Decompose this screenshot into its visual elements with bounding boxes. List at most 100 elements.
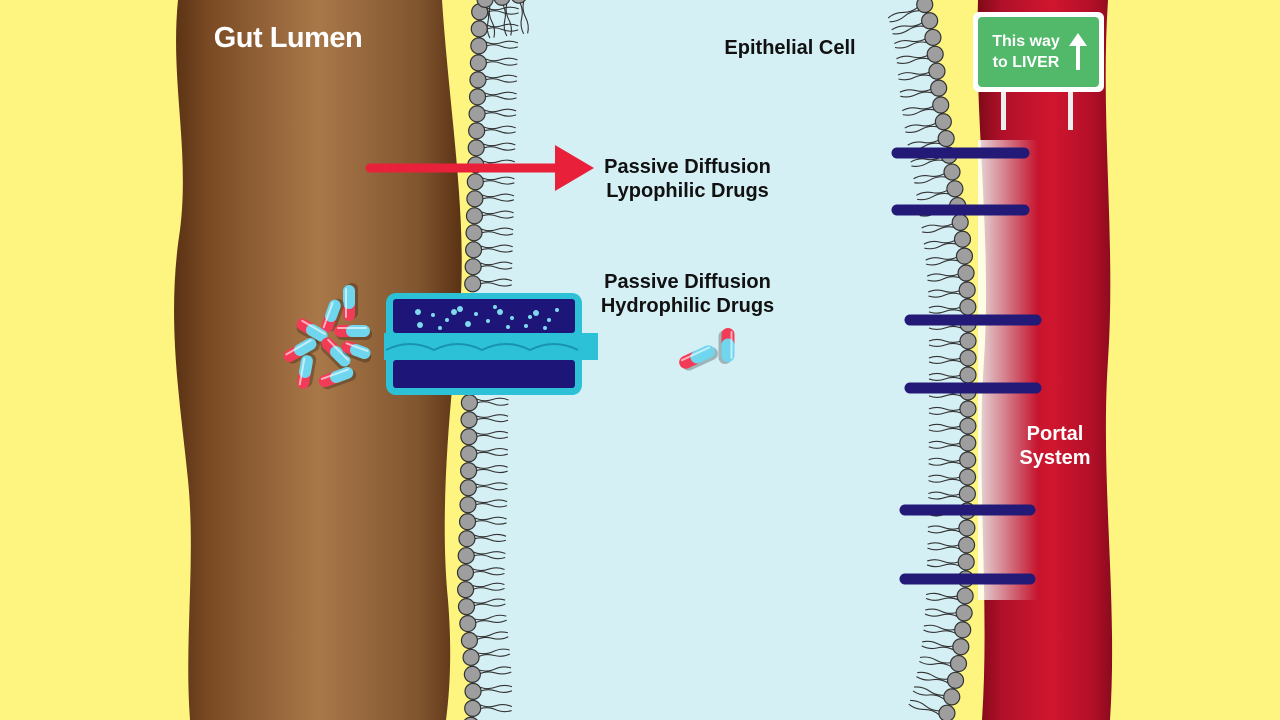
lipid-head <box>928 62 946 80</box>
lipid-head <box>951 213 969 231</box>
epithelial-cell <box>465 0 968 720</box>
lipid-tail <box>483 129 516 134</box>
lipid-tail <box>473 554 506 560</box>
lipid-head <box>464 699 482 717</box>
lipophilic-diffusion-label: Passive Diffusion Lypophilic Drugs <box>585 155 790 203</box>
lipid-tail <box>928 423 962 428</box>
lipid-head <box>468 88 487 106</box>
water-bubble <box>493 305 497 309</box>
lipid-tail <box>485 61 518 66</box>
lipid-tail <box>925 608 958 614</box>
lipid-head <box>959 417 977 435</box>
lipid-tail <box>479 278 513 283</box>
water-bubble <box>547 318 551 322</box>
drug-capsule <box>718 328 735 364</box>
lipid-tail <box>916 676 949 684</box>
lipid-tail <box>484 74 518 79</box>
lipid-head <box>956 587 974 605</box>
lipid-tail <box>927 529 961 534</box>
lipid-head <box>954 621 972 639</box>
lipid-tail <box>911 159 943 167</box>
lipid-head <box>458 530 476 548</box>
lipid-tail <box>897 71 931 76</box>
lipid-head <box>955 604 973 622</box>
lipid-tail <box>923 629 956 634</box>
lipid-head <box>943 688 961 706</box>
lipid-head <box>456 581 475 599</box>
lipid-tail <box>479 707 512 713</box>
lipid-head <box>959 349 977 367</box>
lipid-tail <box>910 156 943 163</box>
lipid-head <box>916 0 934 14</box>
lipid-tail <box>488 5 496 38</box>
lipid-head <box>959 400 977 418</box>
lipid-tail <box>482 176 515 181</box>
lipid-head <box>459 615 477 633</box>
liver-sign-text: This way to LIVER <box>985 31 1067 73</box>
lipid-tail <box>902 108 935 116</box>
lipid-tail <box>475 417 509 423</box>
lipid-head <box>511 0 526 4</box>
drug-capsule <box>679 345 718 371</box>
water-bubble <box>497 309 503 315</box>
lipid-tail <box>926 563 960 568</box>
lipid-tail <box>472 570 505 576</box>
water-bubble <box>415 309 421 315</box>
lipid-tail <box>928 444 961 449</box>
lipid-tail <box>927 525 961 530</box>
lipid-tail <box>483 112 517 117</box>
lipid-tail <box>892 25 924 35</box>
water-bubble <box>528 315 532 319</box>
lipid-tail <box>927 546 960 551</box>
lipid-tail <box>901 105 935 112</box>
lipid-head <box>460 428 478 446</box>
lipid-tail <box>473 537 507 542</box>
lipid-tail <box>899 88 932 93</box>
lipid-head <box>468 105 486 123</box>
lipid-tail <box>474 614 507 621</box>
water-bubble <box>555 308 559 312</box>
lipid-head <box>953 230 972 248</box>
lipid-tail <box>483 125 516 130</box>
lipid-tail <box>928 478 961 483</box>
water-bubble <box>474 312 478 316</box>
lipid-head <box>955 247 974 265</box>
drug-capsule <box>341 340 372 363</box>
lipid-tail <box>928 292 961 298</box>
lipid-tail <box>928 393 962 398</box>
lipid-tail <box>475 631 509 638</box>
sign-line2: to LIVER <box>992 54 1060 71</box>
lipid-head <box>959 366 977 384</box>
lipid-tail <box>925 259 959 266</box>
lipid-tail <box>898 74 931 81</box>
lipid-tail <box>502 3 508 37</box>
lipid-head <box>458 513 477 531</box>
lipid-head <box>460 411 478 429</box>
lipid-tail <box>900 91 933 98</box>
lipid-tail <box>482 159 516 164</box>
water-bubbles <box>415 305 559 330</box>
lipid-head <box>469 71 487 89</box>
lipid-tail <box>921 645 954 651</box>
lipid-tail <box>480 248 513 253</box>
lipid-tail <box>904 122 937 129</box>
lipid-tail <box>485 40 519 45</box>
lipid-tail <box>928 305 962 310</box>
lipid-tail <box>481 210 514 215</box>
drug-capsule <box>297 353 317 389</box>
lipid-head <box>959 332 977 350</box>
lipid-head <box>934 113 952 131</box>
lipid-head <box>462 648 480 667</box>
lipid-head <box>921 12 939 30</box>
lipid-tail <box>475 482 508 487</box>
lipid-head <box>456 564 475 582</box>
lipophilic-arrow <box>365 145 594 191</box>
lipid-head <box>464 716 478 720</box>
lipid-tail <box>485 44 518 49</box>
lipid-head <box>459 479 477 497</box>
lipid-head <box>957 553 975 571</box>
lipid-tail <box>928 309 962 314</box>
sign-line1: This way <box>992 33 1060 50</box>
water-bubble <box>457 306 463 312</box>
